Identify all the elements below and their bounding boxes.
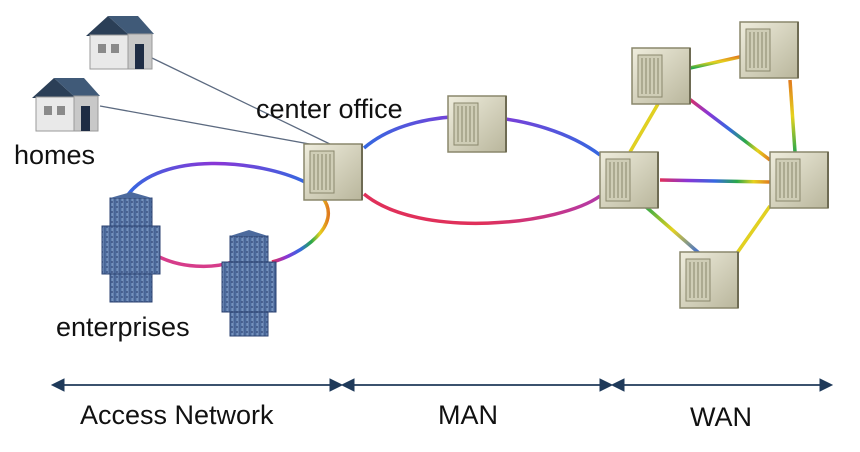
homes-label: homes [14,140,95,170]
access-network-label: Access Network [80,400,274,430]
building-icon [101,192,161,303]
wan-link-7 [733,204,772,258]
router-icon [303,143,363,201]
double-arrow-icon [50,378,344,392]
man-label: MAN [438,400,498,430]
double-arrow-icon [340,378,614,392]
home-link-1 [151,57,335,147]
router-icon [631,47,691,105]
home-link-2 [99,105,327,148]
router-icon [769,151,829,209]
wan-link-5 [659,178,771,184]
router-icon [447,95,507,153]
wan-label: WAN [690,402,752,432]
router-icon [599,151,659,209]
wan-link-3 [686,96,772,162]
access-ring-bottom [151,251,233,269]
router-icon [679,251,739,309]
access-ring-top [125,161,306,198]
double-arrow-icon [610,378,834,392]
wan-link-6 [643,204,702,256]
enterprises-label: enterprises [56,312,190,342]
house-icon [31,77,101,132]
building-icon [221,230,277,337]
center-office-label: center office [256,94,403,124]
wan-link-1 [689,54,745,70]
wan-link-2 [788,79,797,153]
wan-link-4 [628,103,660,153]
access-ring-right [271,195,331,264]
house-icon [85,15,155,70]
router-icon [739,21,799,79]
man-ring-bottom [362,192,602,226]
